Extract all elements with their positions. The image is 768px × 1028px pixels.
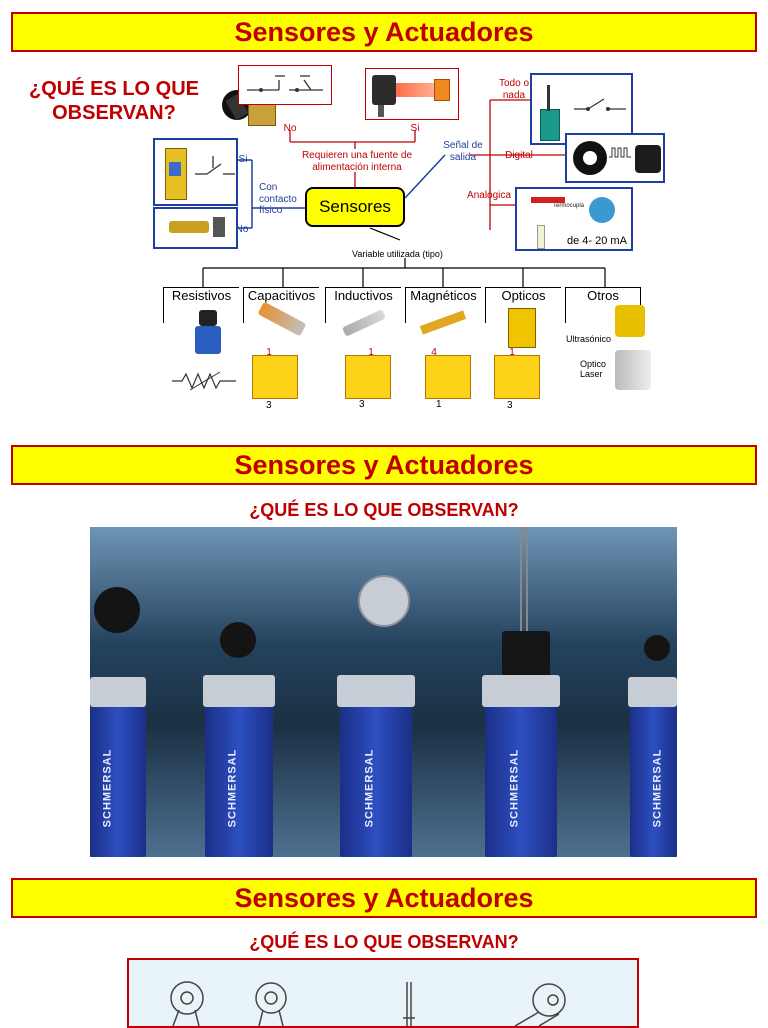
roller-icon xyxy=(644,635,670,661)
pin-1-inductive: 1 xyxy=(368,347,374,358)
question-line-1: ¿QUÉ ES LO QUE xyxy=(28,78,200,100)
photoelectric-sensor-box xyxy=(365,68,459,120)
slide-title: Sensores y Actuadores xyxy=(11,445,757,485)
limit-switch-4 xyxy=(485,707,557,857)
question-line-2: OBSERVAN? xyxy=(52,102,176,124)
pin-1-optical: 1 xyxy=(509,347,515,358)
laser-sensor-image xyxy=(615,350,651,390)
pin-1-magnetic: 1 xyxy=(436,399,442,410)
category-optical: Opticos xyxy=(485,287,561,323)
proximity-sensor-box xyxy=(153,207,238,249)
category-resistive: Resistivos xyxy=(163,287,239,323)
resistor-symbol-icon xyxy=(172,371,236,391)
slide-title: Sensores y Actuadores xyxy=(11,878,757,918)
roller-icon xyxy=(220,622,256,658)
laser-label: Optico Laser xyxy=(580,359,607,379)
question-text: ¿QUÉ ES LO QUE OBSERVAN? xyxy=(249,500,519,520)
encoder-box xyxy=(565,133,665,183)
limit-switch-1 xyxy=(90,707,146,857)
pulse-wave-icon xyxy=(609,147,631,158)
on-off-switch-image xyxy=(540,109,560,141)
contact-symbol-icon xyxy=(247,75,323,92)
current-range-label: de 4- 20 mA xyxy=(567,235,627,247)
contact-label: Con contacto físico xyxy=(259,182,297,216)
ultrasonic-label: Ultrasónico xyxy=(566,334,612,344)
brand-label: SCHMERSAL xyxy=(101,748,114,828)
magnetic-symbol-icon xyxy=(425,355,471,399)
pin-3-capacitive: 3 xyxy=(266,400,272,411)
question-text: ¿QUÉ ES LO QUE OBSERVAN? xyxy=(249,932,519,952)
digital-label: Digital xyxy=(505,150,533,161)
category-magnetic: Magnéticos xyxy=(405,287,481,323)
potentiometer-image xyxy=(195,310,221,356)
proximity-sensor-image xyxy=(169,221,209,233)
optical-symbol-icon xyxy=(494,355,540,399)
brand-label: SCHMERSAL xyxy=(508,748,521,828)
limit-switch-drawings xyxy=(127,958,639,1028)
question-text: ¿QUÉ ES LO QUE OBSERVAN? xyxy=(14,77,214,125)
roller-icon xyxy=(94,587,140,633)
pin-3-optical: 3 xyxy=(507,400,513,411)
limit-switch-2 xyxy=(205,707,273,857)
light-beam xyxy=(396,83,434,97)
internal-power-label: Requieren una fuente de alimentación int… xyxy=(301,150,413,173)
limit-switches-photo: SCHMERSAL SCHMERSAL SCHMERSAL SCHMERSAL … xyxy=(90,527,677,857)
label-si-left: Si xyxy=(238,154,248,165)
pin-4-magnetic: 4 xyxy=(431,347,437,358)
output-signal-label: Señal de salida xyxy=(443,140,483,163)
analog-sensor-box: Termocupla de 4- 20 mA xyxy=(515,187,633,251)
no-contact-icon xyxy=(195,156,235,175)
brand-label: SCHMERSAL xyxy=(226,748,239,828)
category-capacitive: Capacitivos xyxy=(243,287,319,323)
capacitive-symbol-icon xyxy=(252,355,298,399)
rod-actuator xyxy=(520,527,528,637)
label-si-top: Si xyxy=(410,123,420,134)
termocupla-label: Termocupla xyxy=(553,203,585,209)
brand-label: SCHMERSAL xyxy=(363,748,376,828)
roller-icon xyxy=(358,575,410,627)
limit-switch-box xyxy=(153,138,238,206)
analog-label: Analógica xyxy=(467,190,511,201)
diagram-lines xyxy=(202,99,606,287)
encoder-image xyxy=(635,145,661,173)
switch-symbol-icon xyxy=(574,98,626,111)
pin-1-capacitive: 1 xyxy=(266,347,272,358)
pin-3-inductive: 3 xyxy=(359,399,365,410)
label-no-left: No xyxy=(235,224,249,235)
label-no-top: No xyxy=(283,123,297,134)
limit-switch-5 xyxy=(630,707,677,857)
ultrasonic-sensor-image xyxy=(615,305,645,337)
on-off-label: Todo o nada xyxy=(498,78,530,101)
actuator-drawings-icon xyxy=(170,981,566,1026)
thermocouple-image xyxy=(589,197,615,223)
photo-sensor-image xyxy=(372,75,396,105)
rod-clamp-icon xyxy=(502,631,550,679)
sensores-center-box: Sensores xyxy=(305,187,405,227)
optical-sensor-image xyxy=(508,308,536,348)
limit-switch-3 xyxy=(340,707,412,857)
brand-label: SCHMERSAL xyxy=(651,748,664,828)
variable-type-label: Variable utilizada (tipo) xyxy=(352,249,443,259)
contact-symbol-box xyxy=(238,65,332,105)
slide-title: Sensores y Actuadores xyxy=(11,12,757,52)
inductive-symbol-icon xyxy=(345,355,391,399)
category-inductive: Inductivos xyxy=(325,287,401,323)
